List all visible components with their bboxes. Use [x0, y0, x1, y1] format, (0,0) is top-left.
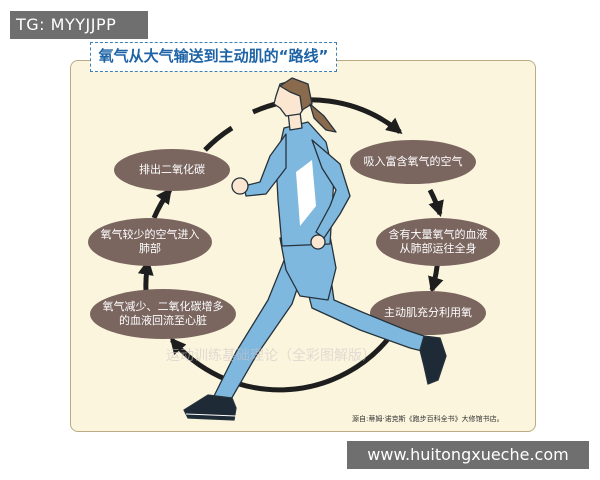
bubble-oxygen-blood [376, 218, 500, 266]
arrow-top-left [203, 125, 234, 152]
bubble-return-blood [90, 289, 236, 339]
cycle-arrow-icon [137, 97, 444, 393]
diagram-title: 氧气从大气输送到主动肌的“路线” [90, 42, 337, 72]
step-label-inhale: 吸入富含氧气的空气 [363, 155, 463, 168]
runner-illustration [183, 77, 447, 421]
step-bubbles [88, 140, 500, 339]
bubble-muscle [370, 291, 486, 335]
site-url-watermark: www.huitongxueche.com [347, 441, 589, 469]
step-label-return-blood: 氧气减少、二氧化碳增多的血液回流至心脏 [102, 300, 224, 327]
arrow-left-upper [151, 187, 173, 220]
bubble-low-oxygen-air [88, 218, 212, 266]
bubble-inhale [350, 140, 476, 184]
source-credit: 源自:蒂姆·诺克斯《跑步百科全书》大修馆书店。 [352, 415, 504, 423]
step-label-muscle: 主动肌充分利用氧 [384, 306, 472, 319]
step-label-exhale: 排出二氧化碳 [139, 163, 205, 176]
step-label-low-oxygen-air: 氧气较少的空气进入肺部 [100, 228, 200, 255]
bubble-exhale [114, 149, 230, 191]
step-label-oxygen-blood: 含有大量氧气的血液从肺部运往全身 [388, 228, 488, 255]
book-watermark: 运动训练基础理论（全彩图解版） [166, 348, 376, 364]
arrow-bottom [169, 332, 394, 393]
tg-watermark-label: TG: MYYJJPP [10, 11, 148, 39]
arrow-right-upper [427, 188, 444, 218]
arrow-top-right [251, 97, 403, 135]
